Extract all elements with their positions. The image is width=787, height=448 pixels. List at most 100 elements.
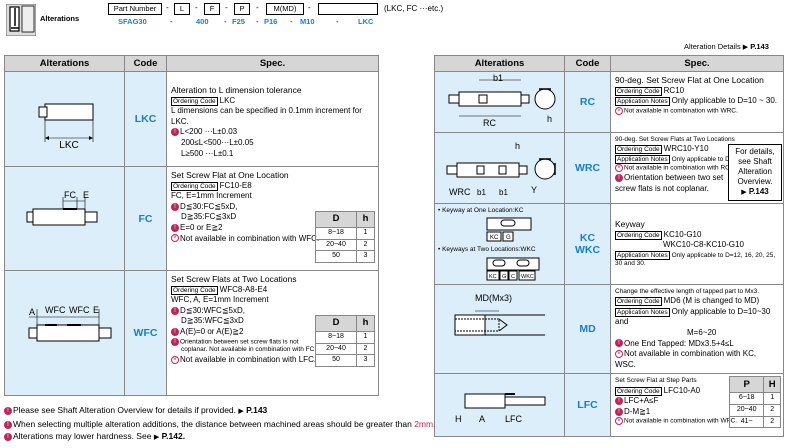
pn-example-dash: -: [290, 17, 293, 26]
note-icon: !: [171, 202, 179, 211]
h-cell: 8~18: [314, 331, 358, 344]
note-icon: !: [4, 406, 12, 415]
ordering-code-label: Ordering Code: [615, 297, 662, 307]
footer-line-2-value: 2mm.: [414, 419, 436, 430]
h-col-d: D: [314, 211, 358, 228]
prohibit-icon: ×: [171, 234, 179, 243]
note-icon: !: [615, 397, 623, 406]
alteration-details-page[interactable]: P.143: [750, 42, 769, 51]
spec-lfc: Set Screw Flat at Step Parts Ordering Co…: [610, 373, 784, 438]
kc-title: Keyway: [615, 219, 645, 229]
fc-shaft-diagram: FC E: [26, 190, 98, 226]
note-icon: !: [4, 420, 12, 429]
wrc-figure: h WRC b1 b1 Y: [434, 132, 565, 204]
wfc-note-1: Orientation between set screw flats is n…: [180, 338, 299, 346]
table-row-rc: b1 RC h RC 90-deg. Set Screw Flat at One…: [434, 71, 784, 133]
h-cell: 1: [356, 331, 375, 344]
wfc-note-2: coplanar. Not available in combination w…: [181, 346, 317, 354]
pn-example-alteration: LKC: [358, 17, 374, 26]
h-cell: 2: [356, 238, 375, 252]
lfc-cond-2: D-M≧1: [624, 406, 651, 416]
kc-app: Only applicable to D=12, 16, 20, 25, 30 …: [615, 251, 776, 267]
col-header-alterations: Alterations: [434, 55, 565, 72]
lkc-shaft-diagram: LKC: [38, 103, 94, 151]
sidebox-line: For details,: [735, 147, 775, 156]
h-cell: 1: [356, 227, 375, 240]
md-app-2: M=6~20: [687, 327, 717, 337]
right-alterations-table: Alterations Code Spec. b1 RC h RC 90-deg…: [434, 55, 784, 438]
h-cell: 8~18: [314, 227, 358, 240]
pn-dash: -: [195, 3, 198, 12]
note-icon: !: [171, 128, 179, 137]
fc-line1: FC, E=1mm Increment: [171, 191, 252, 201]
h-cell: 6~18: [728, 392, 765, 405]
kc-fig-title: • Keyway at One Location:KC: [438, 207, 524, 214]
alteration-details-ref[interactable]: Alteration Details ▶ P.143: [684, 42, 769, 51]
prohibit-icon: ×: [171, 355, 179, 364]
table-row-wrc: h WRC b1 b1 Y WRC 90-deg. Set Screw Flat…: [434, 132, 784, 204]
note-icon: !: [4, 433, 12, 442]
spec-md: Change the effective length of tapped pa…: [610, 283, 784, 375]
spec-wfc: Set Screw Flats at Two Locations Orderin…: [166, 270, 379, 396]
page-ref-arrow-icon: ▶: [238, 408, 244, 415]
code-wkc: WKC: [574, 244, 601, 256]
ordering-code-label: Ordering Code: [615, 86, 662, 96]
alterations-title: Alterations: [40, 14, 80, 23]
wrc-title: 90-deg. Set Screw Flats at Two Locations: [615, 136, 735, 143]
wrc-shaft-diagram: h WRC b1 b1 Y: [446, 141, 556, 197]
lfc-warn: Not available in combination with WFC.: [624, 418, 738, 426]
kc-label: KC: [490, 235, 499, 241]
pn-field-p: P: [234, 3, 250, 15]
note-icon: !: [615, 407, 623, 416]
wrc-note: Orientation between two set screw flats …: [615, 172, 724, 193]
wfc-cond-3: A(E)=0 or A(E)≧2: [180, 326, 244, 336]
application-notes-label: Application Notes: [615, 154, 670, 164]
md-figure: MD(Mx3): [434, 283, 565, 375]
col-header-spec: Spec.: [166, 55, 379, 72]
wfc-shaft-diagram: A WFC WFC E: [28, 305, 112, 342]
note-icon: !: [615, 339, 623, 348]
ordering-code-label: Ordering Code: [615, 230, 662, 240]
lkc-title: Alteration to L dimension tolerance: [171, 85, 302, 95]
h-dim-label: H: [455, 414, 462, 424]
rc-ordering-code: RC10: [663, 85, 685, 95]
lkc-line1: L dimensions can be specified in 0.1mm i…: [171, 106, 362, 126]
b1-dim-label: b1: [493, 73, 503, 83]
footer-page-3[interactable]: P.142.: [161, 431, 186, 442]
pn-dash: -: [225, 3, 228, 12]
footer-page-1[interactable]: P.143: [246, 405, 268, 415]
lfc-title: Set Screw Flat at Step Parts: [615, 377, 697, 385]
wfc-ordering-code: WFC8-A8-E4: [219, 284, 268, 294]
fc-warn: Not available in combination with WFC.: [180, 233, 320, 243]
pn-example-l: 400: [196, 17, 209, 26]
spec-rc: 90-deg. Set Screw Flat at One Location O…: [610, 71, 784, 133]
col-header-code: Code: [564, 55, 611, 72]
md-ordering-code: MD6 (M is changed to MD): [663, 296, 760, 306]
fc-title: Set Screw Flat at One Location: [171, 170, 289, 180]
wkc-label: WKC: [521, 274, 534, 280]
kc-figure: • Keyway at One Location:KC • Keyways at…: [434, 203, 565, 285]
wfc-dim-label-1: WFC: [45, 305, 66, 315]
pn-example-type: SFAG30: [118, 17, 147, 26]
code-wrc: WRC: [564, 132, 611, 204]
e-dim-label: E: [93, 305, 99, 315]
pn-example-m: M10: [300, 17, 315, 26]
prohibit-icon: ×: [615, 350, 623, 359]
table-row-lkc: LKC LKC Alteration to L dimension tolera…: [4, 71, 379, 167]
code-md: MD: [564, 283, 611, 375]
sidebox-line: see Shaft: [738, 157, 772, 166]
wfc-line1: WFC, A, E=1mm Increment: [171, 295, 269, 305]
sidebox-page[interactable]: P.143: [748, 187, 769, 196]
fc-figure: FC E: [4, 166, 125, 271]
md-shaft-diagram: MD(Mx3): [454, 293, 545, 336]
col-header-code: Code: [124, 55, 167, 72]
pn-field-f: F: [204, 3, 220, 15]
footer-line-1: Please see Shaft Alteration Overview for…: [13, 405, 237, 415]
rc-shaft-diagram: b1 RC h: [448, 73, 556, 128]
spec-fc: Set Screw Flat at One Location Ordering …: [166, 166, 379, 271]
details-sidebox[interactable]: For details, see Shaft Alteration Overvi…: [728, 144, 782, 201]
application-notes-label: Application Notes: [615, 250, 670, 260]
code-lfc: LFC: [564, 373, 611, 438]
